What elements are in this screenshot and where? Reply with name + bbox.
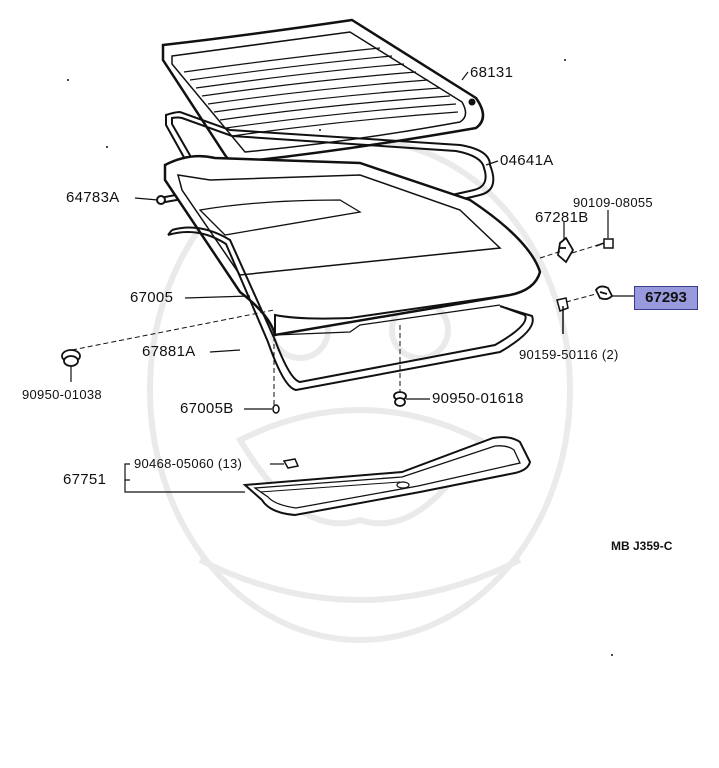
label-67005[interactable]: 67005 bbox=[130, 289, 174, 306]
screw-90159-50116[interactable] bbox=[556, 297, 569, 334]
hinge-pad-67281B[interactable] bbox=[557, 236, 575, 264]
leader-lines bbox=[70, 71, 634, 493]
label-90109-08055[interactable]: 90109-08055 bbox=[573, 195, 653, 210]
plug-90950-01038[interactable] bbox=[61, 349, 81, 367]
part-67293[interactable] bbox=[594, 285, 614, 301]
plug-67005B[interactable] bbox=[272, 404, 280, 414]
label-67881A[interactable]: 67881A bbox=[142, 343, 196, 360]
glass-68131[interactable] bbox=[161, 18, 485, 164]
label-67281B[interactable]: 67281B bbox=[535, 209, 589, 226]
guide-lines bbox=[71, 244, 599, 405]
label-90950-01618[interactable]: 90950-01618 bbox=[432, 390, 524, 407]
label-68131[interactable]: 68131 bbox=[470, 64, 514, 81]
label-04641A[interactable]: 04641A bbox=[500, 152, 554, 169]
diagram-reference: MB J359-C bbox=[611, 539, 673, 553]
door-panel-67005[interactable] bbox=[163, 154, 542, 337]
trim-board-67751[interactable] bbox=[242, 436, 532, 517]
plug-90950-01618[interactable] bbox=[393, 391, 407, 407]
label-90159-50116[interactable]: 90159-50116 (2) bbox=[519, 347, 619, 362]
label-90950-01038[interactable]: 90950-01038 bbox=[22, 387, 102, 402]
label-90468-05060[interactable]: 90468-05060 (13) bbox=[134, 456, 243, 471]
specks bbox=[67, 59, 613, 656]
label-64783A[interactable]: 64783A bbox=[66, 189, 120, 206]
bolt-90109-08055[interactable] bbox=[595, 238, 614, 249]
label-67293-selected[interactable]: 67293 bbox=[634, 286, 698, 310]
label-67751[interactable]: 67751 bbox=[63, 471, 107, 488]
label-67005B[interactable]: 67005B bbox=[180, 400, 234, 417]
weatherstrip-67881A[interactable] bbox=[167, 226, 534, 392]
screw-90468-05060[interactable] bbox=[282, 458, 300, 469]
